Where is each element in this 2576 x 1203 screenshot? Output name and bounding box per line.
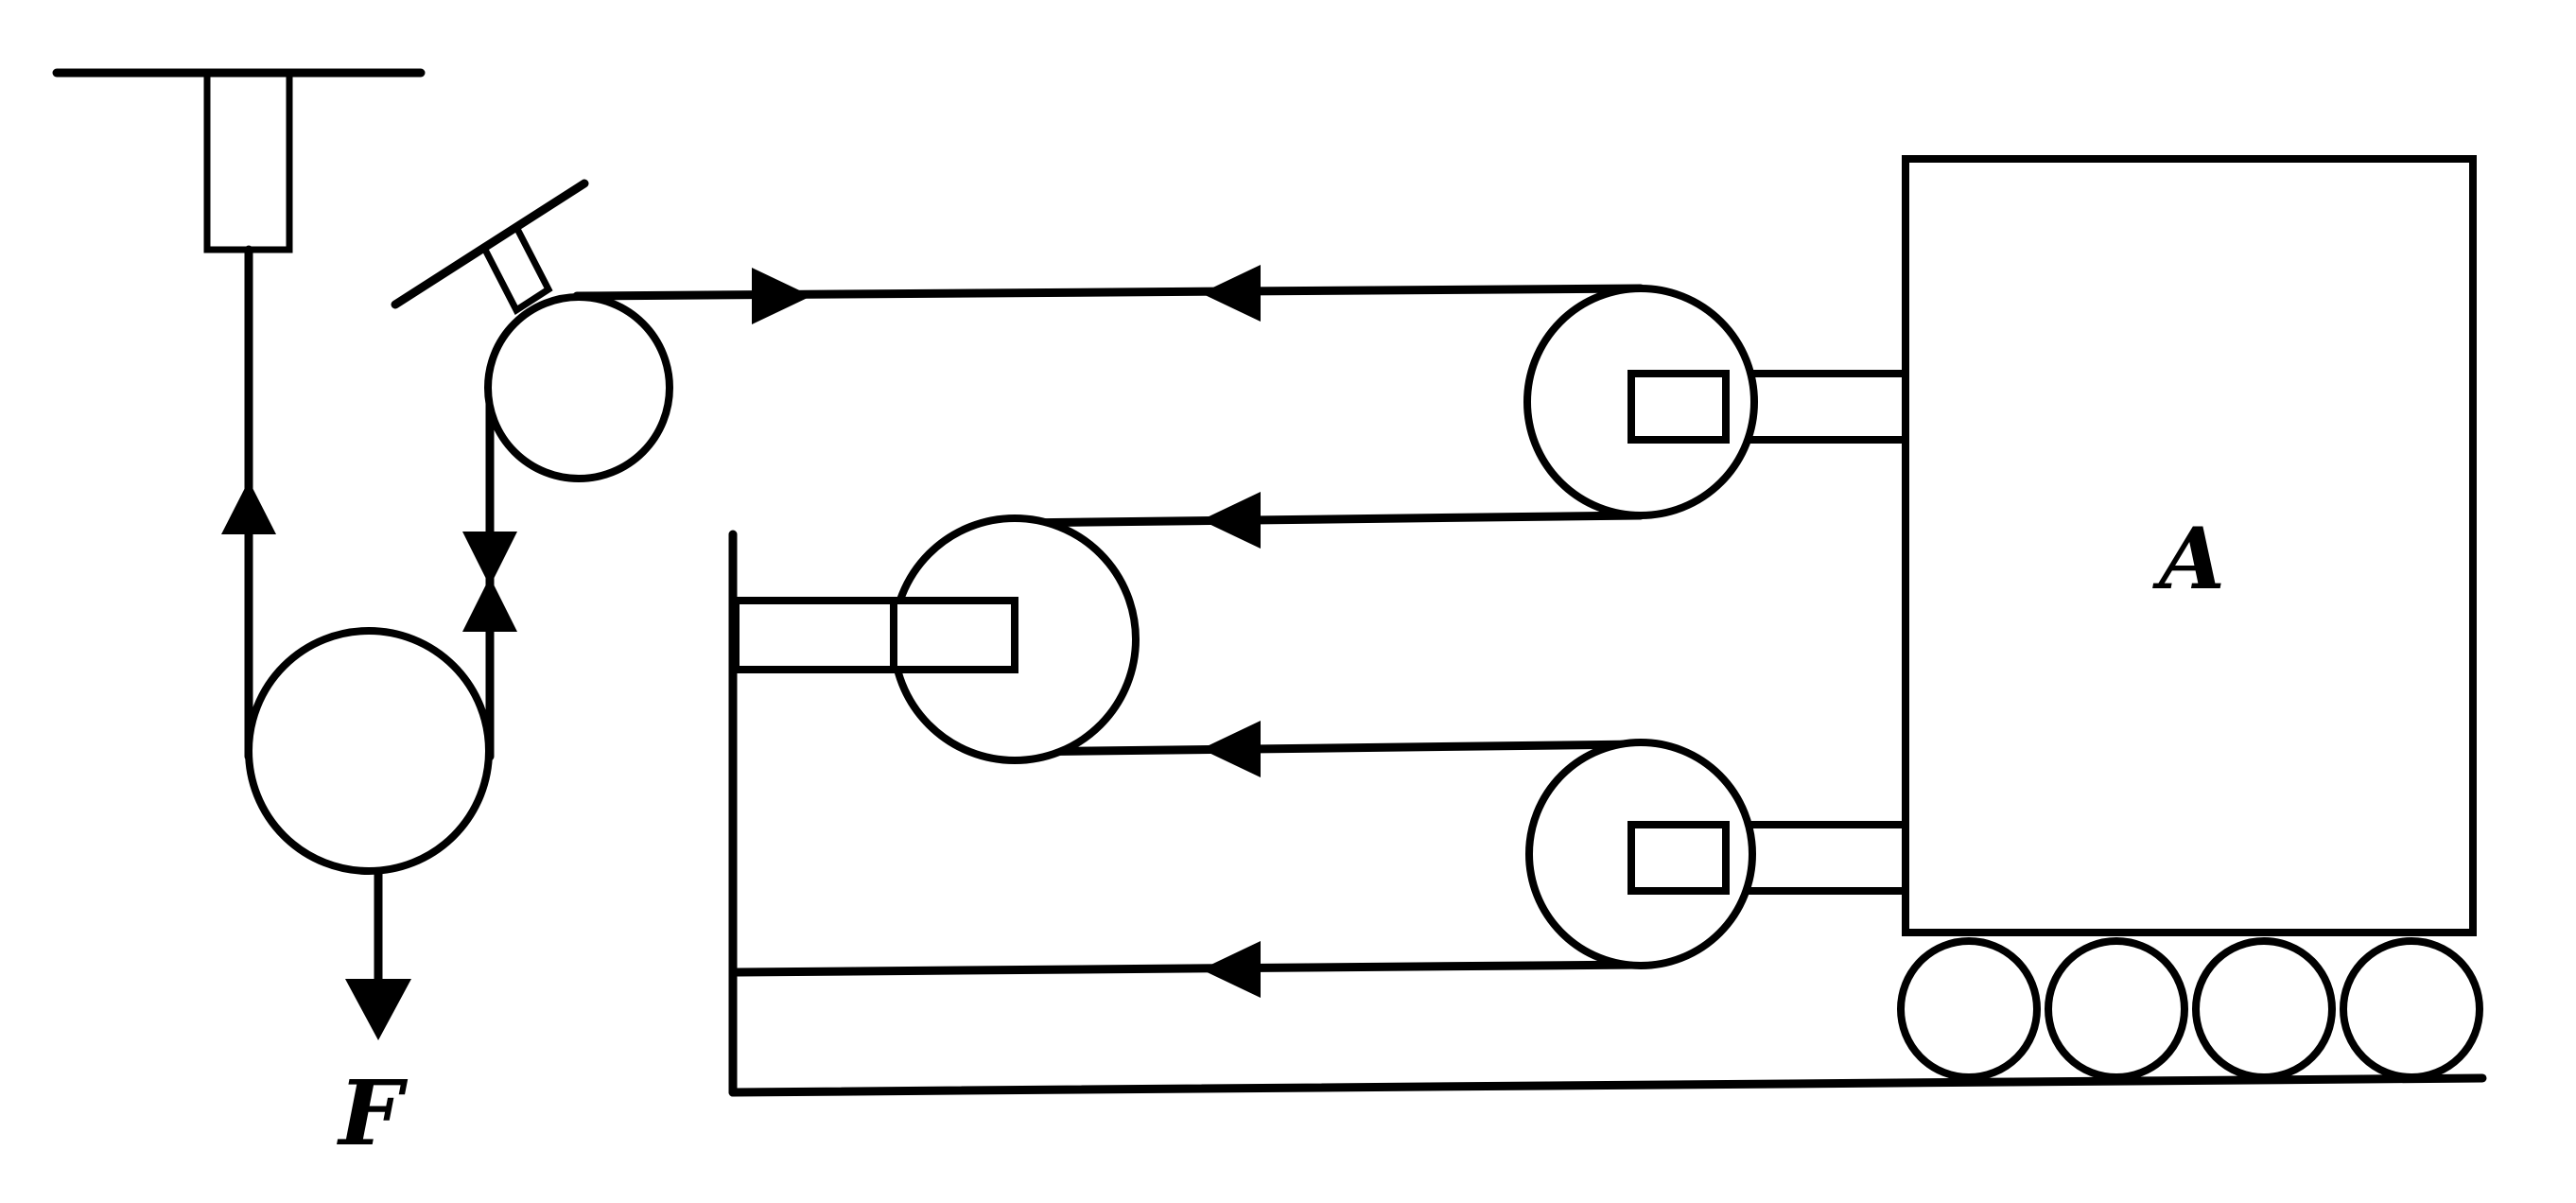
rollers bbox=[1897, 937, 2483, 1081]
block-a-label: A bbox=[2151, 509, 2225, 609]
inclined-support bbox=[391, 179, 589, 316]
force-arrow-icon bbox=[345, 979, 411, 1040]
axle-ends bbox=[890, 370, 1730, 895]
rope-arrows bbox=[221, 265, 1261, 1040]
arrow-right-icon bbox=[752, 268, 811, 324]
arrow-up-icon bbox=[462, 577, 517, 632]
arrow-down-icon bbox=[462, 532, 517, 586]
block-a bbox=[1902, 155, 2477, 936]
inclined-fixed-pulley bbox=[484, 293, 673, 482]
arrow-left-icon bbox=[1201, 721, 1261, 777]
arrow-left-icon bbox=[1201, 941, 1261, 998]
arrow-left-icon bbox=[1201, 492, 1261, 549]
ceiling-support bbox=[52, 68, 426, 253]
arrow-left-icon bbox=[1201, 265, 1261, 322]
movable-pulley bbox=[245, 627, 493, 875]
arrow-up-icon bbox=[221, 480, 276, 534]
force-label: F bbox=[336, 1061, 408, 1166]
